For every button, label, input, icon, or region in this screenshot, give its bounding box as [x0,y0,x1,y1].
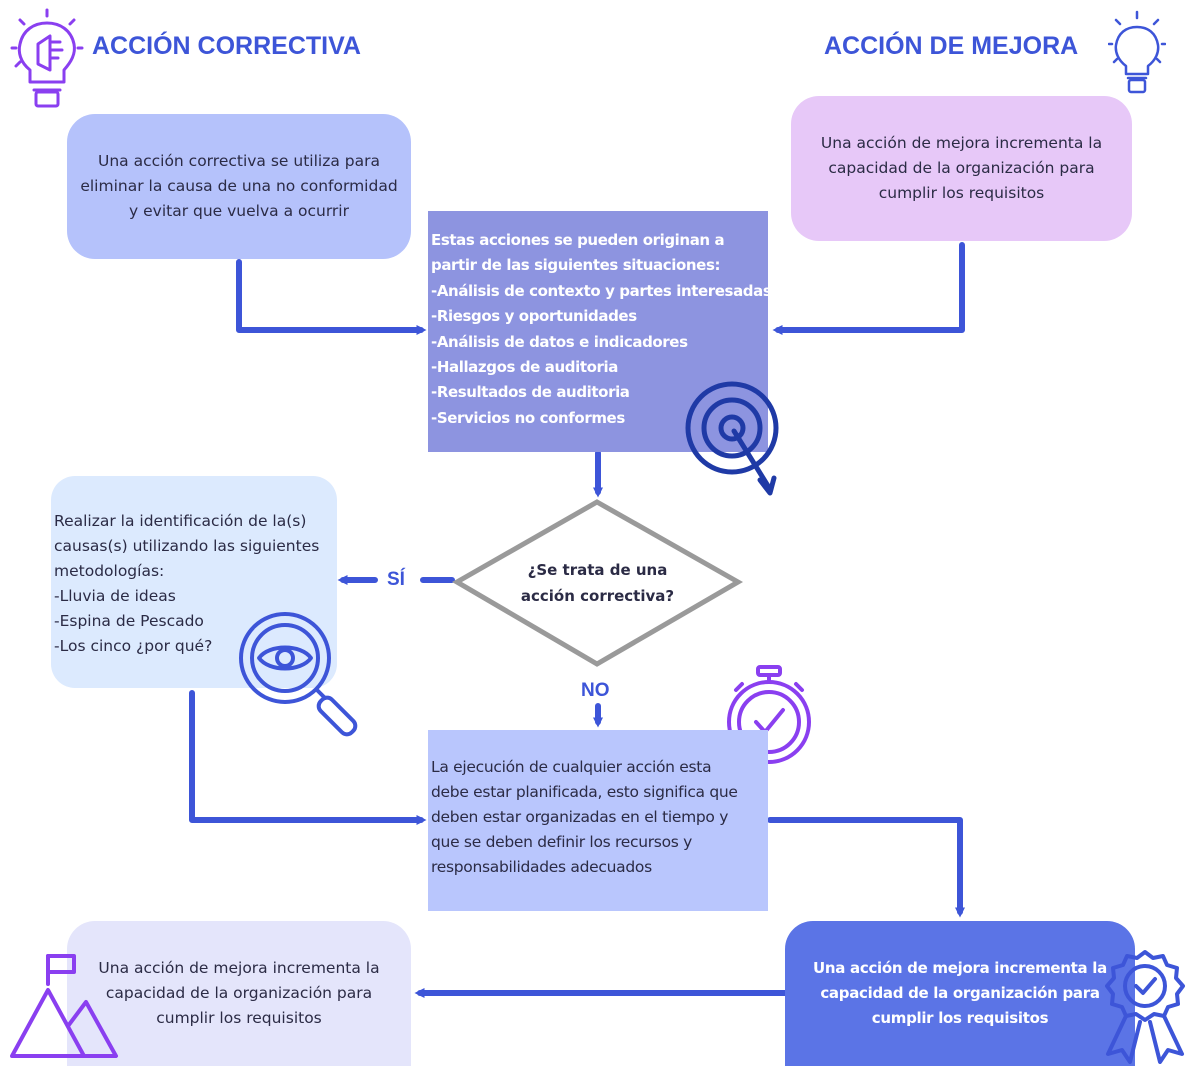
arrow-correctiva-to-situaciones [236,259,427,335]
text-line: y evitar que vuelva a ocurrir [129,202,349,220]
text-line: capacidad de la organización para [105,984,373,1002]
title-accion-de-mejora: ACCIÓN DE MEJORA [824,32,1079,60]
text-line: -Lluvia de ideas [54,587,176,605]
box-accion-de-mejora-bottom-left: Una acción de mejora incrementa la capac… [67,921,411,1066]
text-line: partir de las siguientes situaciones: [431,256,721,275]
text-line: causas(s) utilizando las siguientes [54,537,320,555]
target-icon [685,381,779,496]
text-line: -Riesgos y oportunidades [431,307,637,326]
box-ejecucion: La ejecución de cualquier acción esta de… [428,730,768,911]
text-line: -Resultados de auditoria [431,383,630,402]
text-line: -Los cinco ¿por qué? [54,637,213,655]
text-line: Una acción de mejora incrementa la [98,959,380,977]
text-line: metodologías: [54,562,165,580]
text-line: -Análisis de datos e indicadores [431,332,688,351]
text-line: acción correctiva? [520,587,675,605]
text-line: Una acción de mejora incrementa la [820,134,1103,152]
mountain-flag-icon [10,954,118,1058]
text-line: cumplir los requisitos [871,1009,1049,1027]
award-badge-icon [1105,950,1185,1064]
arrow-mejora-to-situaciones [772,242,965,335]
decision-text: ¿Se trata de una acción correctiva? [500,557,695,609]
text-line: -Hallazgos de auditoria [431,358,618,377]
arrow-causas-to-ejecucion [189,690,427,825]
text-line: debe estar planificada, esto significa q… [431,783,738,801]
text-line: -Espina de Pescado [54,612,204,630]
lightbulb-icon [10,8,84,108]
text-line: ¿Se trata de una [527,561,668,579]
label-si: SÍ [387,569,405,590]
arrow-ejecucion-to-mejora-right [767,817,965,918]
text-line: cumplir los requisitos [878,184,1045,202]
text-line: capacidad de la organización para [820,984,1100,1002]
text-line: que se deben definir los recursos y [431,833,693,851]
text-line: cumplir los requisitos [156,1009,322,1027]
title-accion-correctiva: ACCIÓN CORRECTIVA [92,32,361,60]
label-no: NO [581,680,610,701]
text-line: La ejecución de cualquier acción esta [431,758,712,776]
text-line: -Análisis de contexto y partes interesad… [431,281,772,300]
text-line: Realizar la identificación de la(s) [54,512,307,530]
box-accion-de-mejora-top: Una acción de mejora incrementa la capac… [791,96,1132,241]
box-accion-de-mejora-bottom-right: Una acción de mejora incrementa la capac… [785,921,1135,1066]
box-accion-correctiva: Una acción correctiva se utiliza para el… [67,114,411,259]
lightbulb-outline-icon [1108,10,1166,94]
text-line: -Servicios no conformes [431,408,625,427]
box-identificacion-causas: Realizar la identificación de la(s) caus… [51,476,337,688]
text-line: responsabilidades adecuados [431,858,652,876]
text-line: capacidad de la organización para [828,159,1095,177]
text-line: eliminar la causa de una no conformidad [80,177,398,195]
text-line: deben estar organizadas en el tiempo y [431,808,729,826]
decision-diamond [452,499,744,667]
text-line: Una acción correctiva se utiliza para [98,152,380,170]
magnifier-eye-icon [239,612,358,737]
text-line: Una acción de mejora incrementa la [813,959,1107,977]
text-line: Estas acciones se pueden originan a [431,231,725,249]
